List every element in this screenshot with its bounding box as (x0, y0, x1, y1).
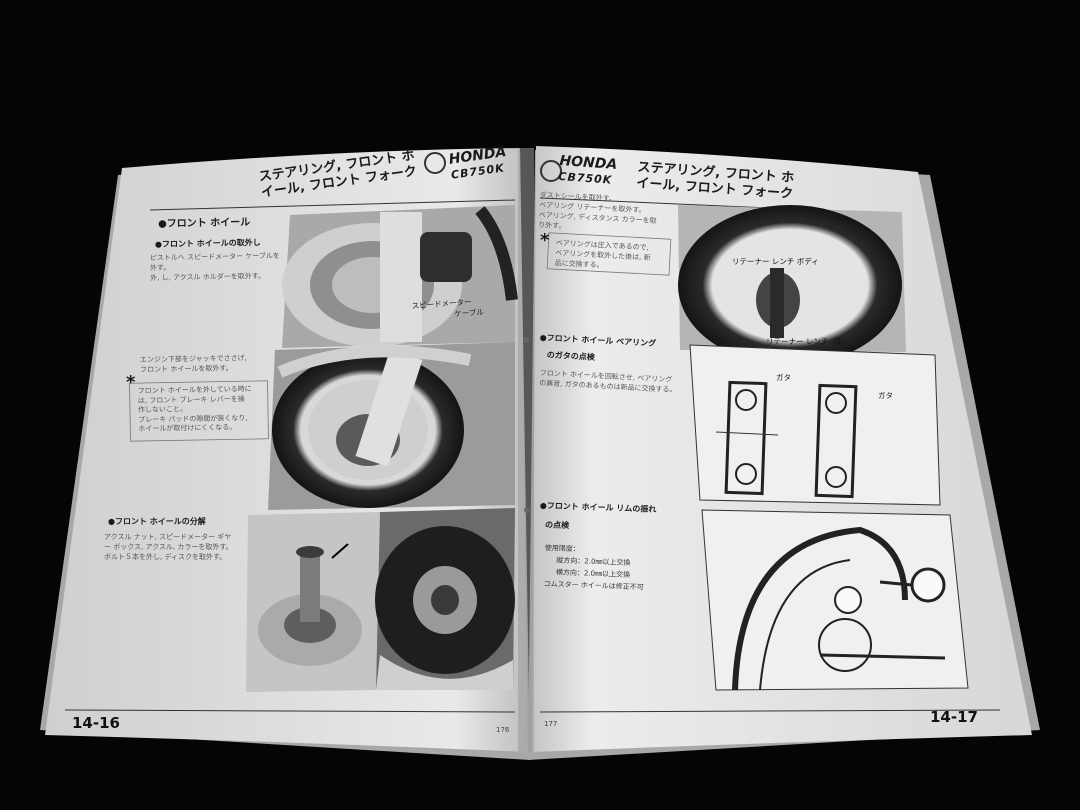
section-front-wheel: ●フロント ホイール (157, 217, 251, 230)
subsection-disassembly: ●フロント ホイールの分解 (108, 517, 206, 526)
photo-retainer-wrench (678, 205, 906, 365)
top-text-right: ダストシールを取外す。 ベアリング リテーナーを取外す。 ベアリング, ディスタ… (537, 190, 657, 231)
note-text-left: フロント ホイールを外している時に は, フロント ブレーキ レバーを操 作しな… (137, 385, 252, 433)
left-page-number: 14-16 (72, 714, 120, 732)
photo-front-brake (282, 205, 518, 348)
right-page-number: 14-17 (930, 708, 978, 726)
right-brand: HONDA CB750K (557, 153, 618, 187)
jack-text: エンジン下部をジャッキでささげ, フロント ホイールを取外す。 (139, 354, 247, 374)
photo-comstar-disc (375, 508, 515, 690)
photo-front-wheel-lifted (268, 342, 515, 510)
subsection-bearing-check: ●フロント ホイール ベアリング のガタの点検 (539, 332, 657, 362)
rim-runout-diagram (701, 509, 969, 691)
play-label-2: ガタ (878, 391, 893, 400)
honda-wing-logo-right (540, 160, 562, 182)
left-folio: 176 (496, 726, 510, 734)
right-folio: 177 (544, 720, 558, 728)
subsection-rim-runout: ●フロント ホイール リムの振れ の点検 (539, 500, 657, 531)
note-asterisk-right: * (540, 230, 550, 251)
honda-wing-logo-left (424, 152, 446, 174)
rim-specs: 使用限度： 縦方向：2.0㎜以上交換 横方向：2.0㎜以上交換 コムスター ホイ… (543, 543, 644, 592)
bearing-play-diagram (689, 344, 941, 506)
note-text-right: ベアリングは圧入であるので, ベアリングを取外した後は, 新 品に交換する。 (554, 238, 651, 270)
photo-hub-axle (246, 512, 380, 692)
subsection-removal: ●フロント ホイールの取外し (154, 238, 261, 249)
note-asterisk-left: * (126, 372, 136, 393)
callout-retainer-wrench-b: リテーナー レンチ（B） (766, 337, 849, 346)
callout-retainer-wrench-body: リテーナー レンチ ボディ (732, 257, 819, 266)
disassembly-text: アクスル ナット, スピードメーター ギヤ ー ボックス, アクスル, カラーを… (104, 533, 233, 561)
play-label-1: ガタ (776, 373, 791, 382)
removal-text: ピストルヘ スピードメーター ケーブルを 外す。 外, し, アクスル ホルダー… (149, 251, 280, 283)
